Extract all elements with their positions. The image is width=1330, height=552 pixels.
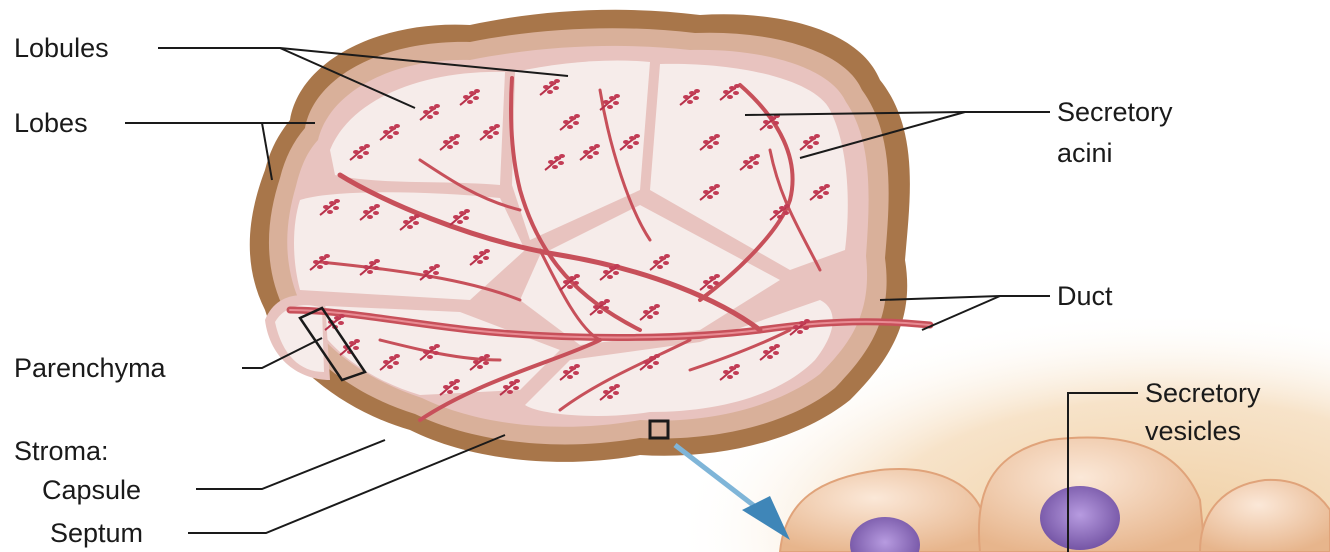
label-parenchyma: Parenchyma	[14, 353, 166, 383]
label-septum: Septum	[50, 518, 143, 548]
label-secretory-vesicles-line2: vesicles	[1145, 416, 1241, 446]
leader-line-capsule	[196, 440, 385, 489]
label-capsule: Capsule	[42, 475, 141, 505]
label-lobules: Lobules	[14, 33, 109, 63]
label-duct: Duct	[1057, 281, 1113, 311]
label-lobes: Lobes	[14, 108, 88, 138]
label-secretory-acini-line2: acini	[1057, 138, 1113, 168]
label-stroma: Stroma:	[14, 436, 109, 466]
label-secretory-acini-line1: Secretory	[1057, 97, 1173, 127]
label-secretory-vesicles-line1: Secretory	[1145, 378, 1261, 408]
